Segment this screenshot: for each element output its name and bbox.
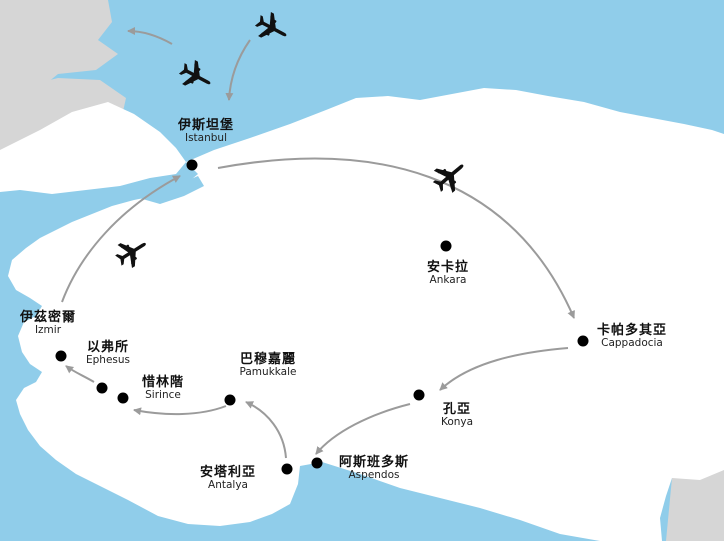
city-label-antalya: 安塔利亞 Antalya: [190, 465, 266, 492]
city-label-pamukkale: 巴穆嘉麗 Pamukkale: [228, 352, 308, 379]
city-name-zh: 安卡拉: [426, 260, 469, 275]
city-name-en: Antalya: [208, 479, 248, 492]
city-name-en: Ephesus: [85, 354, 130, 367]
city-name-zh: 以弗所: [86, 340, 129, 355]
city-name-en: Ankara: [429, 274, 467, 287]
city-name-en: Istanbul: [184, 132, 227, 145]
city-name-zh: 卡帕多其亞: [596, 323, 667, 338]
city-label-istanbul: 伊斯坦堡 Istanbul: [166, 118, 246, 145]
city-label-izmir: 伊茲密爾 Izmir: [12, 310, 84, 337]
route-pamukkale-sirince: [133, 405, 227, 416]
city-label-sirince: 惜林階 Sirince: [132, 375, 194, 402]
land-east-corner: [666, 470, 724, 541]
city-name-zh: 伊斯坦堡: [177, 118, 234, 133]
land-europe-north: [0, 0, 118, 102]
city-name-en: Cappadocia: [601, 337, 663, 350]
city-dot-cappadocia: [577, 335, 589, 347]
route-ephesus-izmir: [65, 365, 95, 383]
city-dot-antalya: [281, 463, 293, 475]
city-dot-sirince: [117, 392, 129, 404]
land-turkey-anatolia: [8, 88, 724, 541]
city-label-ankara: 安卡拉 Ankara: [408, 260, 488, 287]
city-dot-pamukkale: [224, 394, 236, 406]
city-label-aspendos: 阿斯班多斯 Aspendos: [328, 455, 420, 482]
route-cappadocia-konya: [439, 347, 569, 391]
route-istanbul-cappadocia: [217, 157, 575, 319]
city-label-cappadocia: 卡帕多其亞 Cappadocia: [587, 323, 677, 350]
route-antalya-pamukkale: [245, 401, 287, 459]
route-konya-aspendos: [315, 403, 411, 455]
land-peninsula-gap: [132, 176, 204, 204]
city-name-en: Aspendos: [348, 469, 400, 482]
city-name-zh: 阿斯班多斯: [338, 455, 409, 470]
city-name-zh: 伊茲密爾: [19, 310, 76, 325]
city-dot-izmir: [55, 350, 67, 362]
city-dot-konya: [413, 389, 425, 401]
route-arrival-arrow: [225, 39, 251, 101]
city-name-zh: 安塔利亞: [199, 465, 256, 480]
city-dot-ankara: [440, 240, 452, 252]
city-name-en: Konya: [440, 416, 474, 429]
city-name-en: Pamukkale: [239, 366, 297, 379]
city-name-zh: 巴穆嘉麗: [239, 352, 296, 367]
route-izmir-istanbul: [61, 175, 181, 303]
city-dot-aspendos: [311, 457, 323, 469]
city-label-ephesus: 以弗所 Ephesus: [76, 340, 140, 367]
city-name-zh: 孔亞: [442, 402, 471, 417]
city-dot-ephesus: [96, 382, 108, 394]
land-turkey-thrace: [0, 102, 186, 194]
city-name-zh: 惜林階: [141, 375, 184, 390]
city-dot-istanbul: [186, 159, 198, 171]
city-name-en: Izmir: [34, 324, 62, 337]
route-lines: [61, 27, 575, 459]
city-label-konya: 孔亞 Konya: [422, 402, 492, 429]
route-departure-arrow: [127, 27, 173, 45]
city-name-en: Sirince: [145, 389, 181, 402]
